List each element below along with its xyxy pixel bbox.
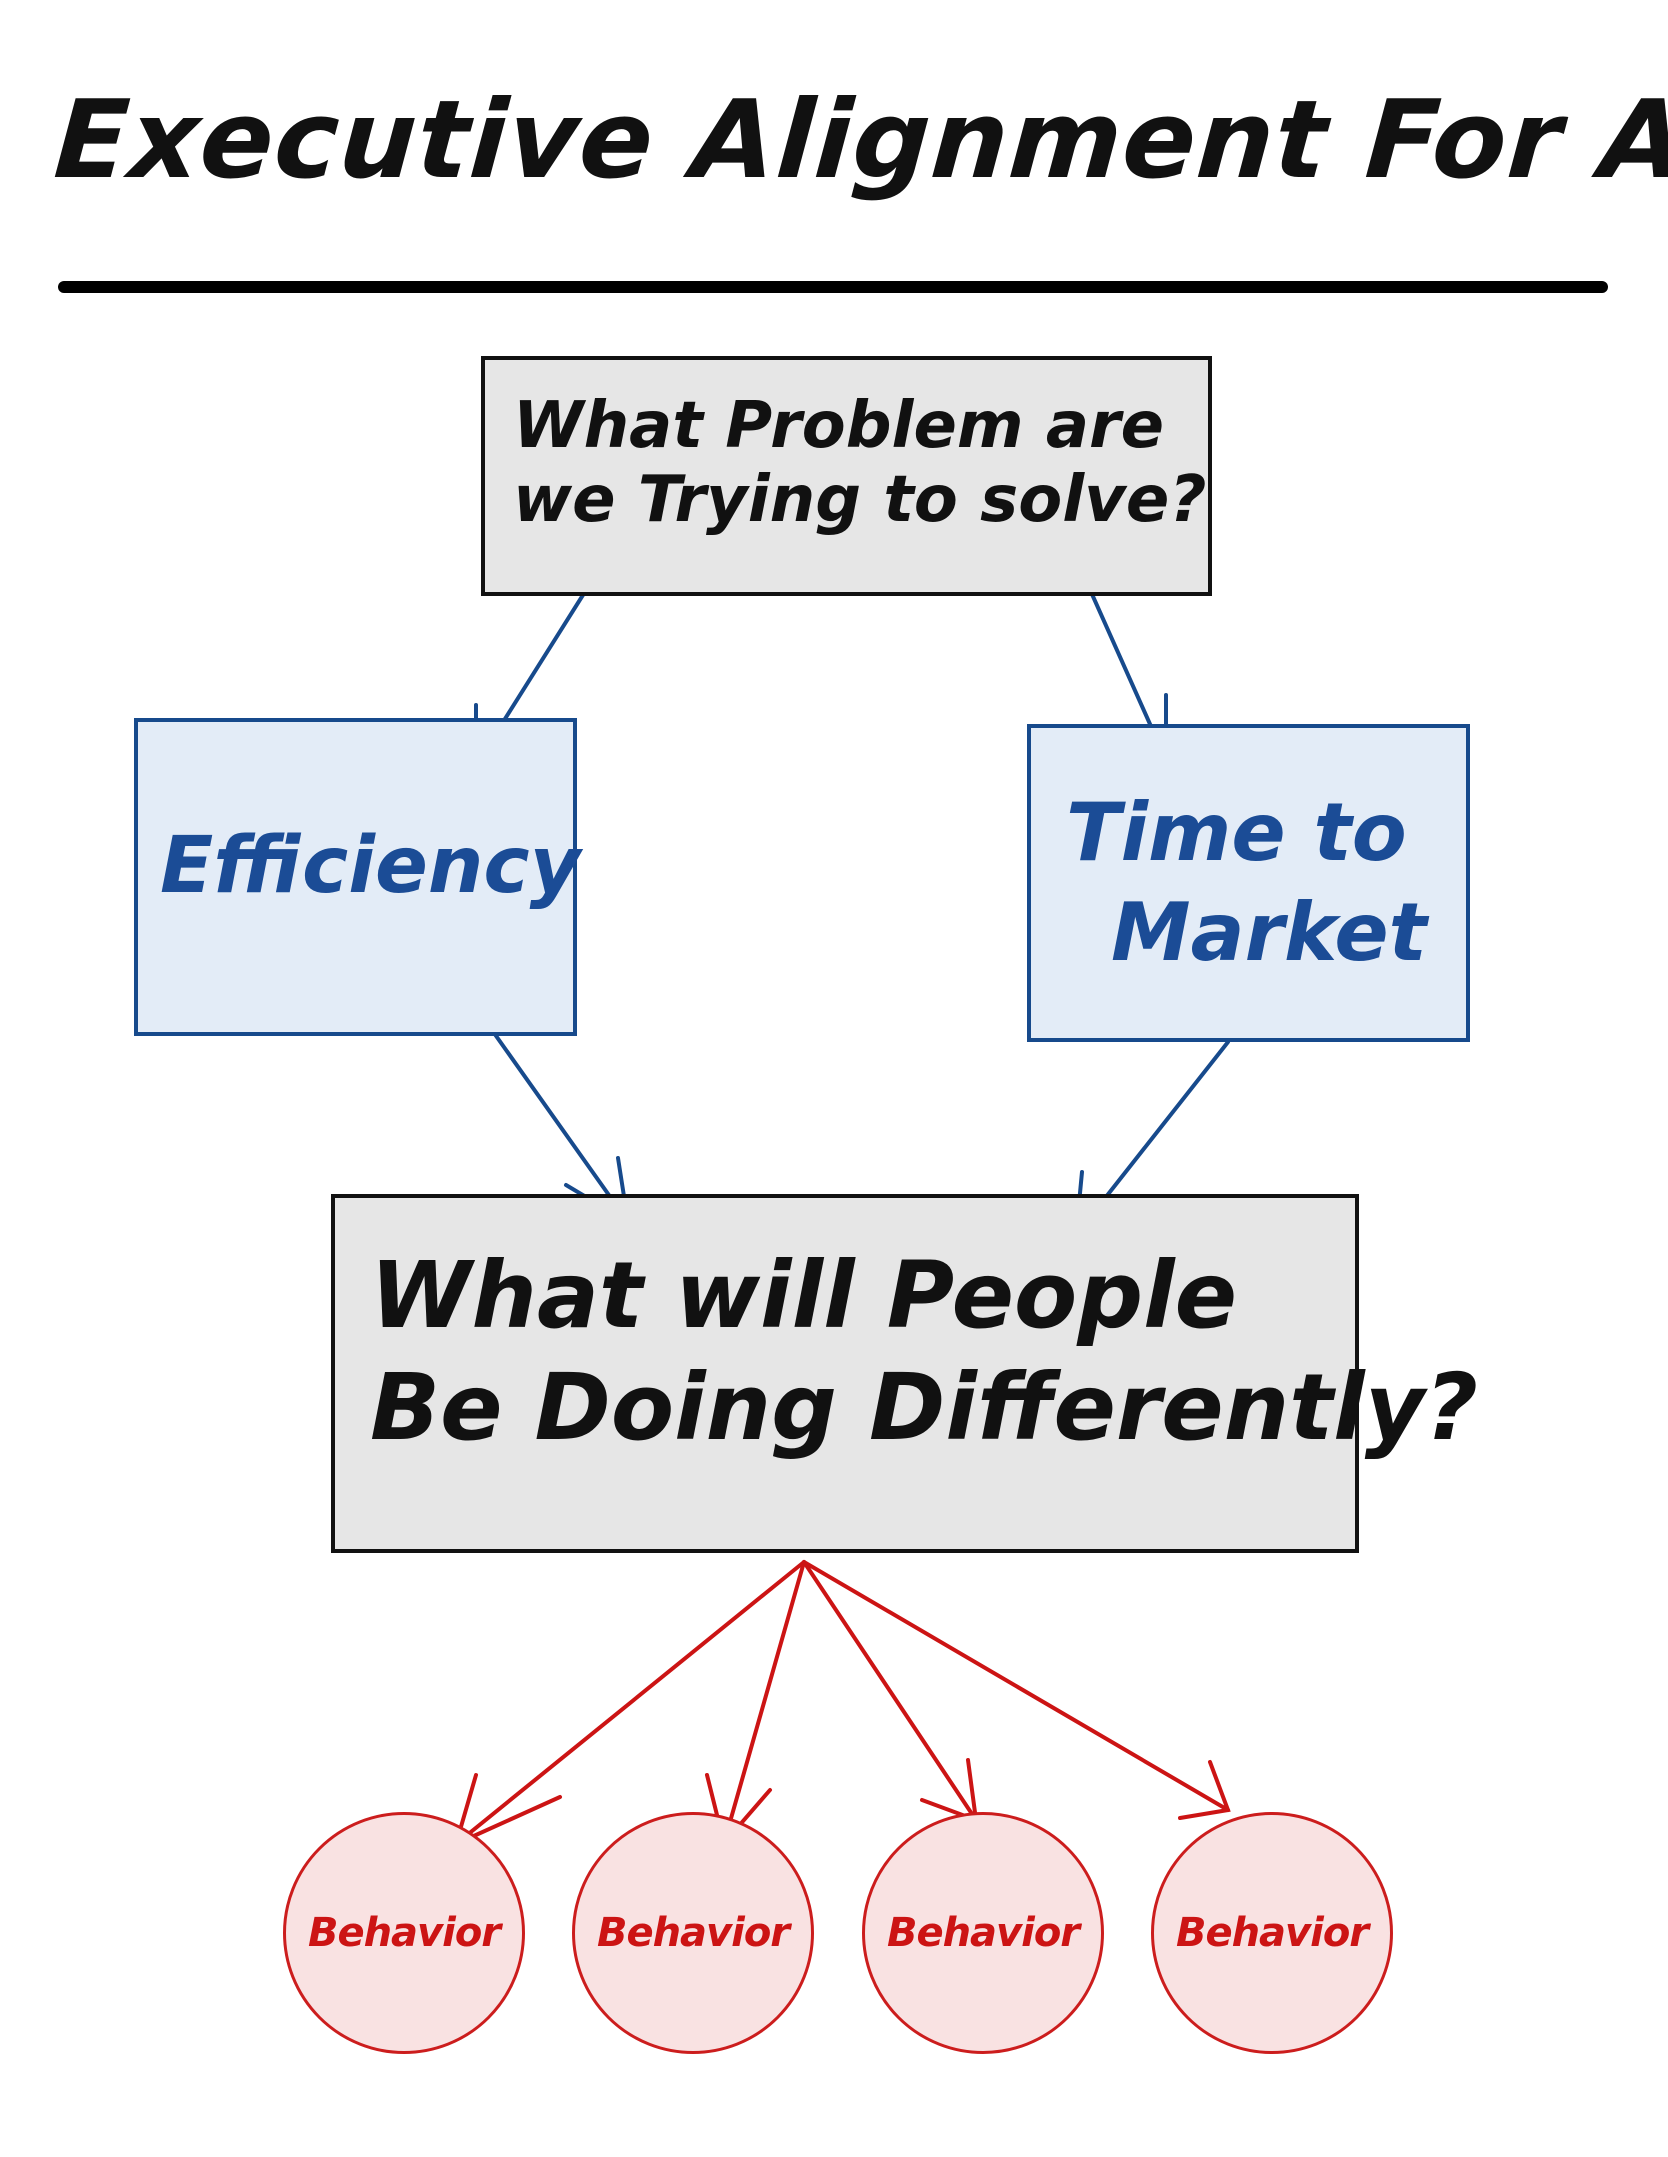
diagram-title: Executive Alignment For Agile [50, 78, 1668, 203]
arrow-people-to-behavior-2 [722, 1560, 806, 1845]
people-line-1: What will People [370, 1242, 1238, 1349]
efficiency-box: Efficiency [134, 718, 581, 1036]
time-to-market-line-1: Time to [1066, 786, 1407, 879]
people-box: What will People Be Doing Differently? [331, 1194, 1478, 1553]
time-to-market-box: Time to Market [1027, 724, 1470, 1042]
behavior-label: Behavior [886, 1910, 1080, 1956]
efficiency-label: Efficiency [160, 821, 581, 911]
behavior-label: Behavior [307, 1910, 501, 1956]
behavior-circle-2: Behavior [572, 1812, 814, 2054]
arrow-people-to-behavior-4 [802, 1560, 1230, 1812]
arrowhead-behavior-4 [1178, 1760, 1231, 1820]
behavior-circle-4: Behavior [1151, 1812, 1393, 2054]
problem-line-1: What Problem are [513, 389, 1164, 463]
arrowhead-behavior-3 [920, 1758, 979, 1824]
behavior-circle-3: Behavior [862, 1812, 1104, 2054]
arrow-people-to-behavior-1 [454, 1560, 806, 1846]
behavior-label: Behavior [1175, 1910, 1369, 1956]
problem-box: What Problem are we Trying to solve? [481, 356, 1212, 596]
time-to-market-line-2: Market [1111, 886, 1427, 979]
time-to-market-text: Time to Market [1066, 783, 1427, 983]
behavior-label: Behavior [596, 1910, 790, 1956]
people-text: What will People Be Doing Differently? [370, 1240, 1478, 1464]
problem-text: What Problem are we Trying to solve? [513, 389, 1207, 537]
problem-line-2: we Trying to solve? [513, 462, 1207, 537]
behavior-circle-1: Behavior [283, 1812, 525, 2054]
arrow-people-to-behavior-3 [802, 1560, 978, 1822]
people-line-2: Be Doing Differently? [370, 1354, 1479, 1462]
title-divider [58, 281, 1608, 293]
